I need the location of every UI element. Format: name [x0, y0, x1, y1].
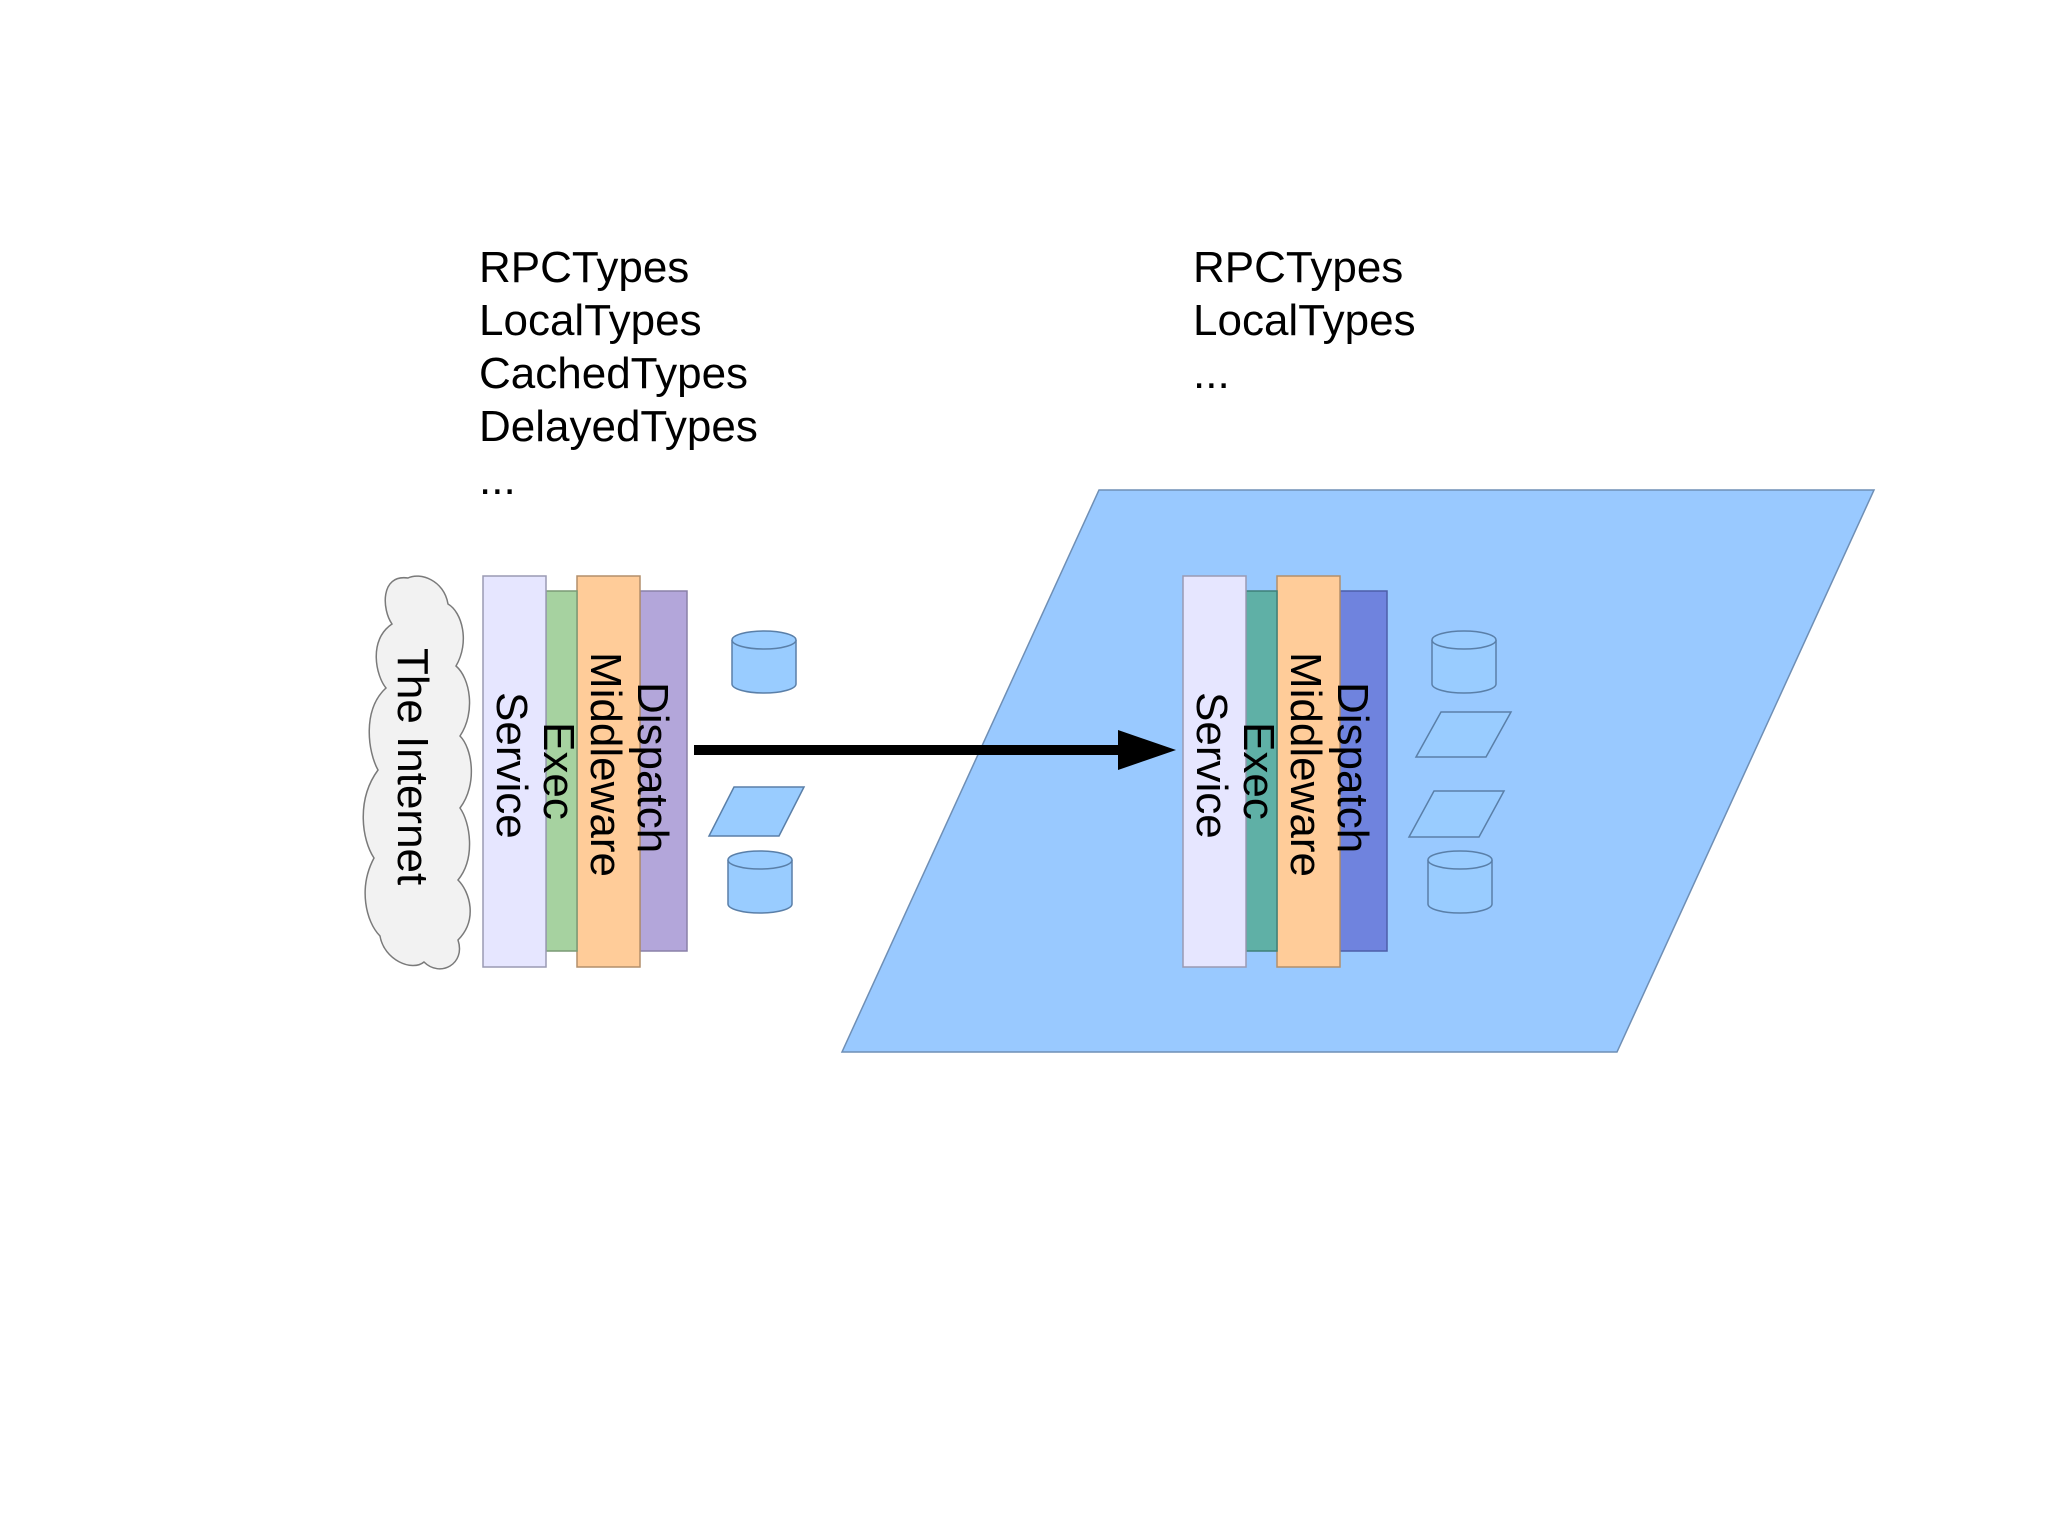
- right-type-list: RPCTypes LocalTypes ...: [1193, 241, 1416, 400]
- left-dispatch-layer: [639, 590, 688, 952]
- right-exec-label: Exec: [1234, 722, 1283, 820]
- left-type-item: RPCTypes: [479, 243, 690, 292]
- left-dispatch-label: Dispatch: [628, 682, 677, 853]
- left-database-bottom-icon: [727, 850, 793, 914]
- right-queue-top-icon: [1414, 711, 1513, 758]
- right-dispatch-layer: [1339, 590, 1388, 952]
- left-type-item: LocalTypes: [479, 296, 702, 345]
- left-service-label: Service: [487, 692, 536, 839]
- right-exec-layer: [1245, 590, 1278, 952]
- left-type-item: DelayedTypes: [479, 402, 758, 451]
- left-type-item: ...: [479, 455, 516, 504]
- left-middleware-layer: [576, 575, 641, 968]
- left-database-top-icon: [731, 630, 797, 694]
- internet-label: The Internet: [388, 648, 437, 885]
- internet-cloud-icon: [362, 575, 472, 970]
- migration-arrow-head: [1118, 730, 1176, 770]
- left-middleware-label: Middleware: [581, 652, 630, 877]
- right-database-bottom-icon: [1427, 850, 1493, 914]
- right-type-item: RPCTypes: [1193, 243, 1404, 292]
- right-type-item: ...: [1193, 349, 1230, 398]
- left-type-list: RPCTypes LocalTypes CachedTypes DelayedT…: [479, 241, 758, 506]
- right-service-label: Service: [1187, 692, 1236, 839]
- left-queue-icon: [707, 786, 806, 837]
- left-type-item: CachedTypes: [479, 349, 749, 398]
- right-type-item: LocalTypes: [1193, 296, 1416, 345]
- right-service-layer: [1182, 575, 1247, 968]
- right-middleware-label: Middleware: [1281, 652, 1330, 877]
- right-dispatch-label: Dispatch: [1328, 682, 1377, 853]
- left-exec-label: Exec: [534, 722, 583, 820]
- right-queue-bottom-icon: [1407, 790, 1506, 838]
- left-service-layer: [482, 575, 547, 968]
- right-database-top-icon: [1431, 630, 1497, 694]
